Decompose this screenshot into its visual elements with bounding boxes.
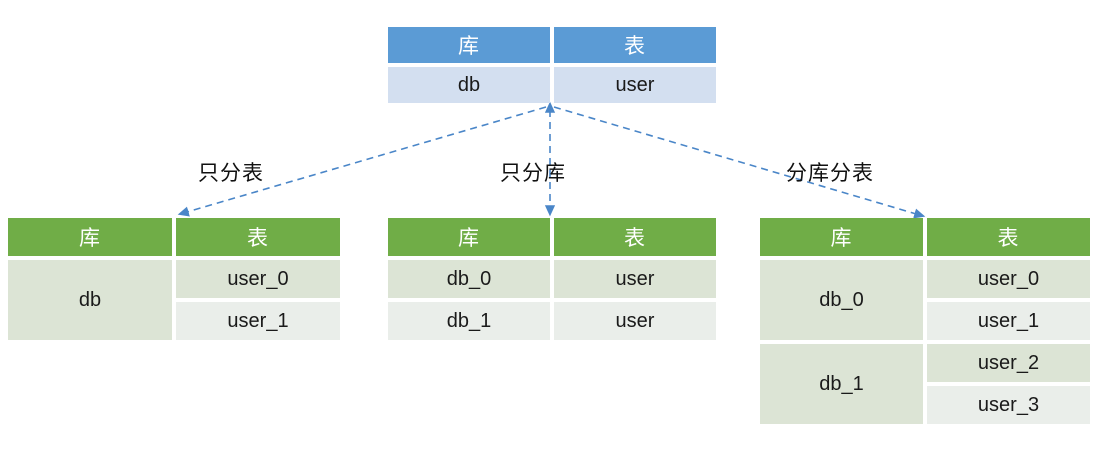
split-table-only-header-table: 表	[176, 218, 340, 256]
split-both-header-db: 库	[760, 218, 923, 256]
split-table-only-header-db: 库	[8, 218, 172, 256]
split-both-cell-db-1: db_1	[760, 344, 923, 424]
split-db-only-cell-db-1: db_1	[388, 302, 550, 340]
split-db-only-cell-table-1: user	[554, 302, 716, 340]
source-table-header-table: 表	[554, 27, 716, 63]
split-db-and-table-table: 库 表 db_0 user_0 user_1 db_1 user_2 user_…	[760, 218, 1090, 424]
split-table-only-cell-table-1: user_1	[176, 302, 340, 340]
source-table: 库 表 db user	[388, 27, 716, 103]
split-table-only-cell-db: db	[8, 260, 172, 340]
split-both-cell-table-0: user_0	[927, 260, 1090, 298]
split-both-cell-table-3: user_3	[927, 386, 1090, 424]
source-table-cell-db: db	[388, 67, 550, 103]
source-table-cell-table: user	[554, 67, 716, 103]
caption-split-table-only: 只分表	[198, 162, 264, 185]
source-table-header-db: 库	[388, 27, 550, 63]
split-both-cell-db-0: db_0	[760, 260, 923, 340]
caption-split-db-and-table: 分库分表	[786, 162, 874, 185]
split-db-only-cell-db-0: db_0	[388, 260, 550, 298]
split-table-only-cell-table-0: user_0	[176, 260, 340, 298]
split-db-only-header-db: 库	[388, 218, 550, 256]
split-db-only-table: 库 表 db_0 user db_1 user	[388, 218, 716, 340]
split-both-cell-table-1: user_1	[927, 302, 1090, 340]
split-both-header-table: 表	[927, 218, 1090, 256]
split-both-cell-table-2: user_2	[927, 344, 1090, 382]
split-table-only-table: 库 表 db user_0 user_1	[8, 218, 340, 340]
split-db-only-header-table: 表	[554, 218, 716, 256]
split-db-only-cell-table-0: user	[554, 260, 716, 298]
caption-split-db-only: 只分库	[500, 162, 566, 185]
